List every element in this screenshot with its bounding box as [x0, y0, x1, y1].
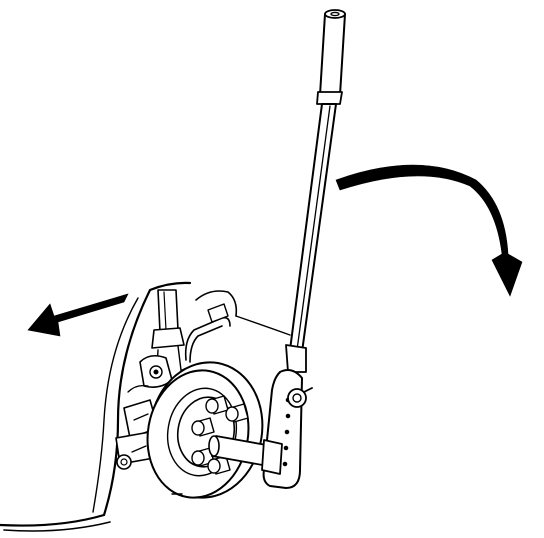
pull-direction-arrow-icon	[27, 293, 129, 337]
fender-panel	[0, 281, 192, 532]
puller-tool	[261, 9, 346, 489]
lug-nut	[191, 417, 215, 437]
lug-nut	[225, 403, 249, 423]
rotation-arrow-icon	[335, 164, 523, 297]
lug-nut	[205, 395, 229, 415]
